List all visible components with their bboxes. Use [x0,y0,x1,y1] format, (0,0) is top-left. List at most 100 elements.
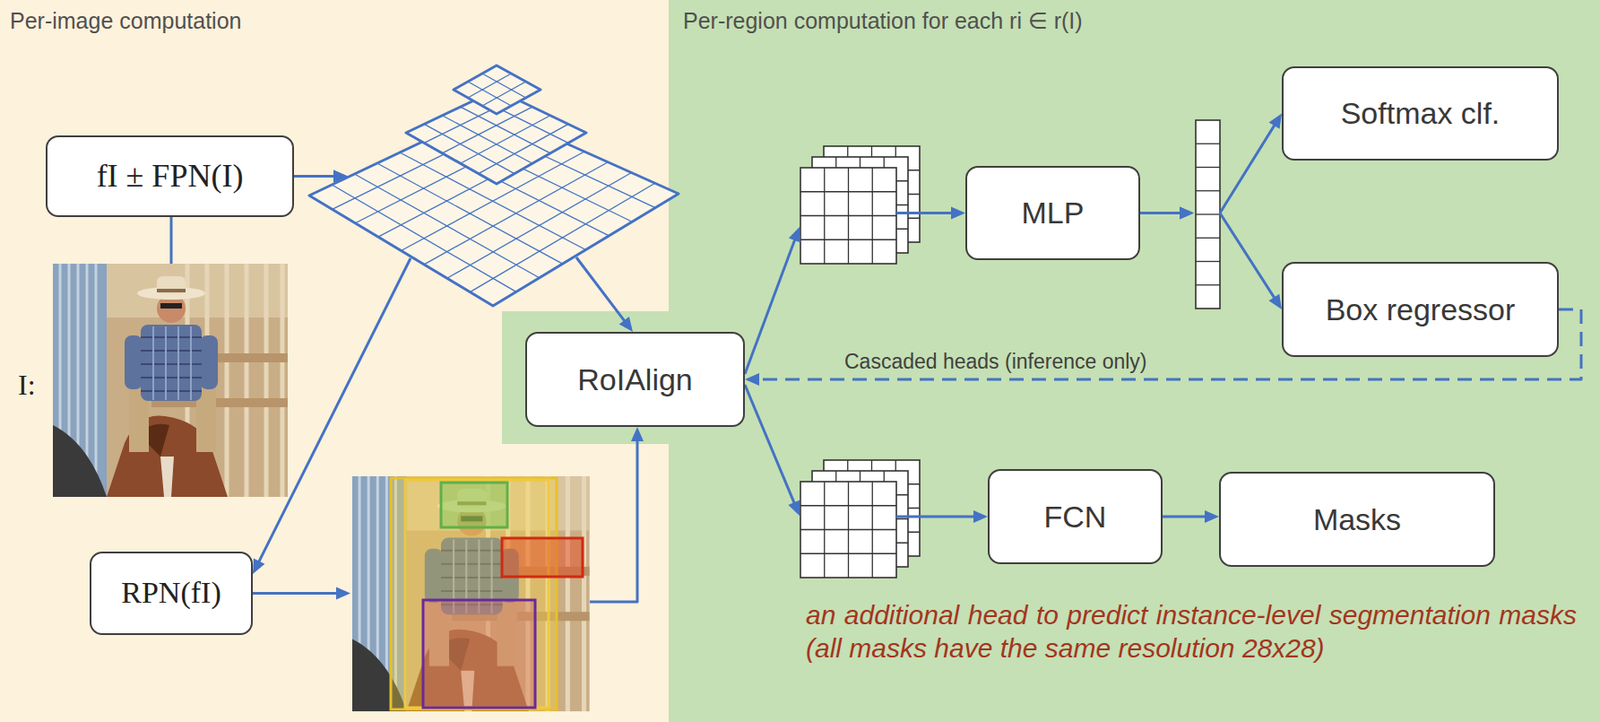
connector-line [896,211,958,215]
connector-arrow [1140,207,1282,311]
feature-map [800,167,897,264]
arrow-head [333,170,348,183]
feature-map [800,481,897,578]
vector-cell [1195,284,1220,286]
arrow-head [787,500,800,516]
connector-arrow [1162,510,1220,523]
arrow-head [631,426,644,442]
connector-line [256,258,411,567]
label-slot: I: [17,367,36,403]
arrow-head [336,587,351,600]
proposal-box [405,479,549,708]
vector-cell [1195,166,1220,168]
connector-line [744,384,797,509]
connector-line [252,591,343,595]
connector-line [576,257,629,326]
arrow-head [1269,113,1282,130]
edge-label: Cascaded heads (inference only) [844,349,1148,375]
proposal-image [352,475,590,711]
grid-line [460,115,551,164]
vector-frame [1195,120,1220,309]
box-label: Softmax clf. [1340,95,1501,132]
arrow-head [951,207,966,220]
grid-line [800,215,897,217]
connector-arrow [744,309,1582,386]
grid-line [800,528,897,530]
map-frame [800,481,897,578]
connector-line [1140,211,1186,215]
box-label: Box regressor [1325,291,1516,329]
vector-cell [1195,143,1220,145]
vector-cell [1195,237,1220,239]
label-slot: an additional head to predict instance-l… [805,598,1577,665]
connector-line [744,233,797,374]
box-label: FCN [1044,498,1108,536]
backbone-box: fI ± FPN(I) [45,135,295,217]
process-box: RoIAlign [525,331,745,427]
vector-cell [1195,260,1220,262]
box-label: RPN(fI) [121,574,221,612]
process-box: FCN [987,468,1163,564]
grid-line [460,106,551,154]
grid-line [872,481,874,578]
proposal-box [501,537,583,577]
region-fill [501,0,1600,722]
connector-line [1162,515,1211,519]
input-image [52,263,288,497]
vector-cell [1195,190,1220,191]
grid-line [872,167,874,264]
connector-arrow [744,207,966,375]
grid-line [800,553,897,554]
grid-line [478,123,569,173]
connector-line [589,434,638,602]
vector-cell [1195,213,1220,215]
grid-line [447,172,632,279]
output-box: Softmax clf. [1281,66,1559,161]
arrow-head [252,558,265,574]
grid-line [469,182,655,292]
arrow-head [1268,294,1282,310]
proposal-box [441,482,508,528]
box-label: MLP [1021,194,1085,232]
pyramid-plane [453,65,541,114]
connector-arrow [294,170,633,333]
arrow-head [333,170,348,183]
connector-line [294,174,340,178]
connector-line [1219,213,1278,303]
box-label: fI ± FPN(I) [96,156,244,196]
map-frame [800,167,897,264]
region-heading: Per-image computation [9,7,242,35]
feature-vector [1195,120,1220,309]
image-label: I: [17,367,36,403]
connector-arrow [744,384,988,523]
arrow-head [1204,510,1220,523]
proposal-box [390,477,557,710]
output-box: Masks [1219,471,1496,567]
feature-pyramid [309,65,679,306]
grid-line [441,106,533,154]
arrow-head [1179,207,1194,220]
grid-line [800,239,897,241]
connector-arrow [252,170,411,575]
region-heading: Per-region computation for each ri ∈ r(I… [683,7,1083,35]
box-label: Masks [1313,501,1402,538]
dashed-line [752,309,1582,380]
connector-arrow [252,426,644,602]
arrow-head [973,510,988,523]
note-text: an additional head to predict instance-l… [805,598,1577,665]
arrow-head [619,316,633,332]
connector-line [1140,211,1186,215]
label-slot: Cascaded heads (inference only) [844,349,1148,375]
grid-line [441,115,533,164]
connector-line [896,515,980,519]
arrow-head [744,372,760,386]
input-link [170,216,173,264]
process-box: MLP [965,165,1141,260]
proposal-box [423,599,536,708]
grid-line [423,162,608,265]
grid-line [423,123,515,173]
connector-arrow [1140,113,1282,220]
box-label: RoIAlign [577,361,693,398]
arrow-head [788,226,801,243]
arrow-head [1179,207,1194,220]
